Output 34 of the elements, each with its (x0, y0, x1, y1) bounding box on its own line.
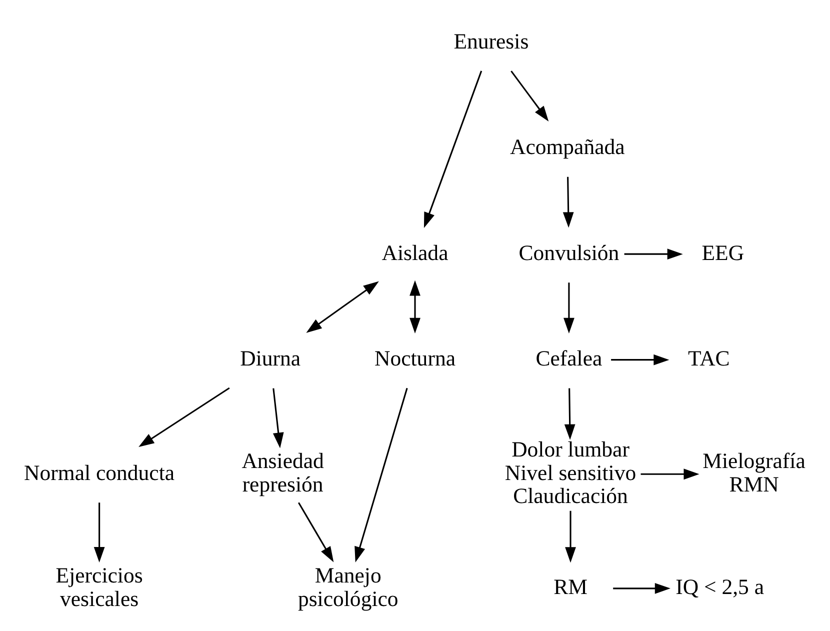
node-text: Normal conducta (24, 460, 175, 485)
arrow (298, 502, 334, 562)
node-text: Diurna (240, 346, 301, 371)
arrow (564, 282, 574, 334)
arrow (564, 388, 576, 440)
node-text: Enuresis (454, 29, 529, 54)
arrow (613, 582, 670, 594)
arrow (510, 70, 549, 122)
arrow (94, 502, 105, 563)
arrow (611, 354, 670, 366)
arrow (562, 176, 574, 228)
arrow (354, 388, 408, 562)
arrow (272, 388, 284, 448)
arrow (640, 468, 700, 480)
node-text: Mielografía RMN (702, 449, 806, 497)
node-text: Cefalea (536, 346, 602, 371)
arrow (306, 281, 379, 333)
node-text: Ansiedad represión (242, 449, 324, 497)
node-text: EEG (702, 240, 744, 265)
node-text: TAC (688, 346, 730, 371)
node-text: RM (554, 575, 588, 600)
node-text: Ejercicios vesicales (56, 564, 143, 611)
node-text: Aislada (382, 240, 448, 265)
arrow (624, 248, 683, 260)
node-text: Convulsión (518, 240, 620, 265)
arrow (138, 387, 230, 448)
arrow (410, 280, 420, 334)
node-text: IQ < 2,5 a (676, 575, 764, 600)
node-text: Nocturna (374, 346, 456, 371)
arrow (424, 70, 482, 228)
node-text: Dolor lumbar Nivel sensitivo Claudicación (504, 438, 636, 508)
node-text: Manejo psicológico (298, 564, 398, 611)
arrow (565, 510, 576, 563)
node-text: Acompañada (510, 135, 625, 160)
